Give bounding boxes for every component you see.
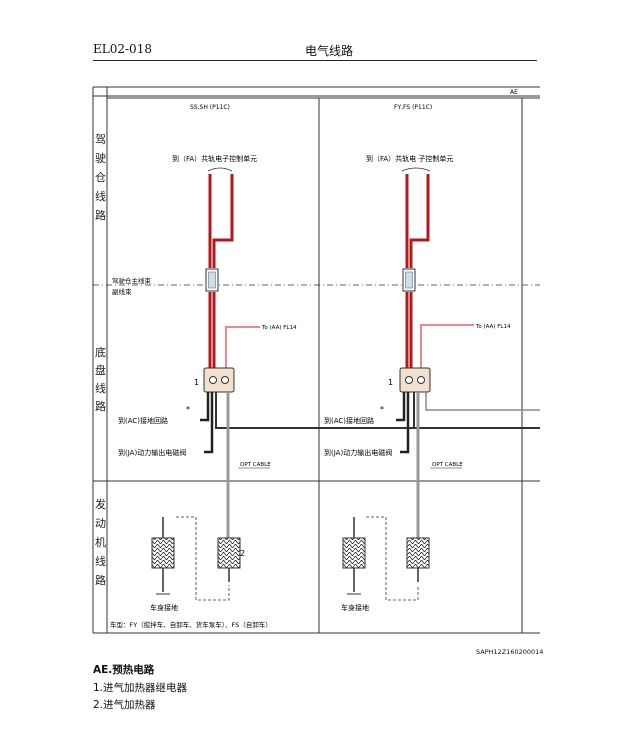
row-label-cab: 驾 驶 仓 线 路 <box>95 133 106 222</box>
chassis-ground-right: 车身接地 <box>341 603 369 612</box>
svg-text:仓: 仓 <box>95 170 106 184</box>
fl14-label-left: To (AA) FL14 <box>261 325 297 331</box>
opt-cable-left: OPT CABLE <box>240 462 271 468</box>
svg-text:*: * <box>186 405 190 414</box>
svg-text:机: 机 <box>95 535 106 549</box>
svg-text:路: 路 <box>95 400 106 413</box>
svg-text:*: * <box>380 405 384 414</box>
dest-top-left: 到（FA）共轨电子控制单元 <box>172 154 257 163</box>
harness-label-main: 驾驶仓主线束 <box>112 276 152 285</box>
caption-item-1: 1.进气加热器继电器 <box>93 682 188 694</box>
svg-text:线: 线 <box>95 189 106 203</box>
svg-text:盘: 盘 <box>95 363 106 377</box>
relay-number-right: 1 <box>388 378 393 387</box>
ground-label-right: 到(AC)接地回路 <box>324 416 374 425</box>
row-label-chassis: 底 盘 线 路 <box>95 345 106 413</box>
svg-text:线: 线 <box>95 381 106 395</box>
chassis-ground-left: 车身接地 <box>150 603 178 612</box>
svg-text:路: 路 <box>95 209 106 222</box>
caption-item-2: 2.进气加热器 <box>93 699 156 711</box>
dest-top-right: 到（FA）共轨电 子控制单元 <box>366 154 453 163</box>
column-title-right: FY,FS (P11C) <box>394 104 432 111</box>
svg-text:驾: 驾 <box>95 133 106 146</box>
column-title-left: SS,SH (P11C) <box>190 104 230 111</box>
svg-text:底: 底 <box>95 345 106 359</box>
svg-text:路: 路 <box>95 574 106 587</box>
row-label-engine: 发 动 机 线 路 <box>95 497 106 587</box>
relay-number-left: 1 <box>194 378 199 387</box>
svg-text:发: 发 <box>95 497 106 511</box>
svg-text:驶: 驶 <box>95 151 106 165</box>
page-code: EL02-018 <box>93 42 152 56</box>
opt-cable-right: OPT CABLE <box>432 462 463 468</box>
ground-label-left: 到(AC)接地回路 <box>118 416 168 425</box>
svg-text:线: 线 <box>95 554 106 568</box>
heater-number-left: 2 <box>240 549 245 558</box>
valve-label-right: 到(JA)动力输出电磁阀 <box>324 448 392 457</box>
circuit-left: 到（FA）共轨电子控制单元 驾驶仓主线束 副线束 To (AA) FL14 1 … <box>112 154 540 612</box>
caption-title: AE.预热电路 <box>93 664 155 676</box>
svg-text:动: 动 <box>95 517 106 530</box>
diagram-frame <box>92 86 540 634</box>
page-header: EL02-018 电气线路 <box>93 40 537 61</box>
section-code: AE <box>510 89 518 96</box>
harness-label-sub: 副线束 <box>112 287 132 296</box>
valve-label-left: 到(JA)动力输出电磁阀 <box>118 448 186 457</box>
model-note: 车型：FY（搅拌车、自卸车、货车泵车）、FS（自卸车） <box>110 620 272 629</box>
circuit-right: 到（FA）共轨电 子控制单元 To (AA) FL14 1 * 到(AC)接地回… <box>324 154 540 612</box>
page-title: 电气线路 <box>305 44 354 58</box>
fl14-label-right: To (AA) FL14 <box>475 324 511 330</box>
reference-code: SAPH12Z160200014 <box>476 648 544 656</box>
